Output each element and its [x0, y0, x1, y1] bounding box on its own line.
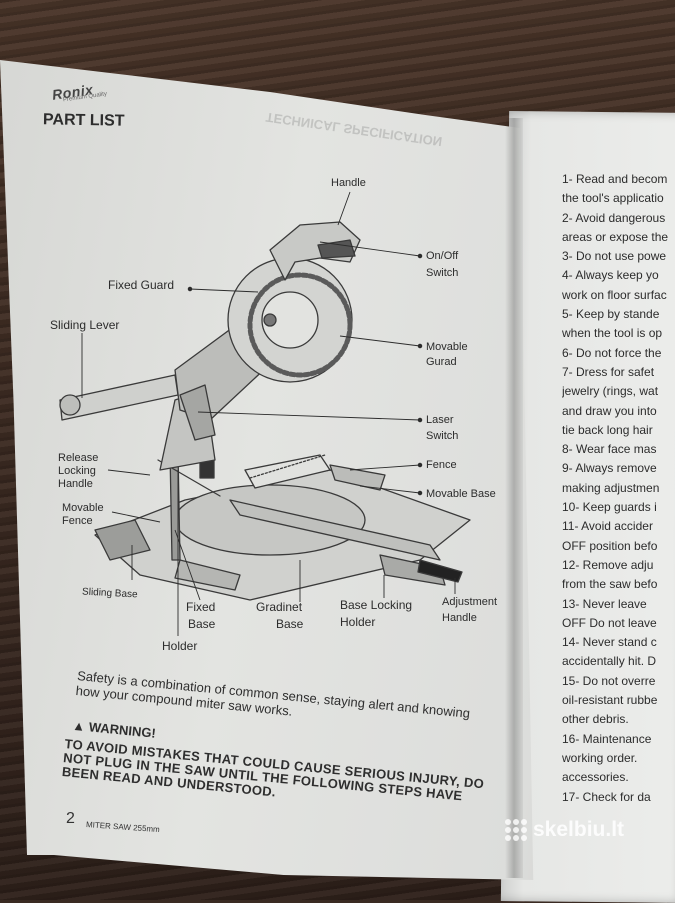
safety-rule-line: areas or expose the — [562, 229, 669, 244]
rail-end-cap — [59, 394, 81, 416]
leader-movable-base — [359, 485, 421, 494]
watermark: skelbiu.lt — [505, 818, 624, 842]
label-on-off-2: Switch — [426, 267, 459, 279]
label-sliding-lever: Sliding Lever — [50, 318, 120, 332]
safety-rules-list: 1- Read and becom the tool's applicatio 2-… — [562, 170, 675, 807]
safety-rule-line: 10- Keep guards i — [562, 500, 657, 515]
laser-housing — [179, 384, 216, 441]
label-movable-guard-2: Gurad — [426, 356, 457, 368]
safety-rule-line: 17- Check for da — [562, 789, 651, 804]
label-fixed-guard: Fixed Guard — [108, 278, 175, 292]
leader-movable-guard — [339, 335, 421, 347]
safety-rule-line: jewelry (rings, wat — [562, 384, 659, 399]
safety-rule-line: 5- Keep by stande — [562, 307, 660, 322]
safety-rule-line: working order. — [562, 750, 638, 765]
safety-rule-line: 9- Always remove — [562, 461, 657, 476]
fence-shape — [244, 454, 331, 489]
leader-fixed-guard — [189, 288, 259, 293]
adjustment-handle-shape — [417, 559, 463, 583]
leader-movable-fence — [111, 511, 161, 523]
label-movable-guard-1: Movable — [426, 341, 468, 353]
leader-fence — [349, 464, 421, 471]
leader-release — [107, 469, 151, 476]
movable-base-shape — [329, 464, 386, 491]
label-holder: Holder — [162, 639, 198, 653]
label-gradinet-2: Base — [276, 617, 304, 631]
safety-rule-line: 7- Dress for safet — [562, 364, 655, 379]
slide-rails — [59, 374, 179, 421]
safety-rule-line: from the saw befo — [562, 577, 658, 592]
safety-rule-line: 3- Do not use powe — [562, 249, 667, 264]
watermark-text: skelbiu.lt — [533, 818, 625, 841]
safety-rule-line: 6- Do not force the — [562, 345, 662, 360]
label-adjustment-1: Adjustment — [442, 596, 498, 608]
bevel-scale — [249, 454, 326, 479]
safety-rule-line: 15- Do not overre — [562, 673, 656, 688]
safety-rule-line: other debris. — [562, 712, 629, 727]
safety-rule-line: OFF position befo — [562, 538, 658, 553]
safety-rule-line: tie back long hair — [562, 422, 653, 437]
label-fixed-base-1: Fixed — [186, 600, 216, 614]
leader-handle — [337, 191, 351, 226]
label-base-locking-2: Holder — [340, 615, 376, 629]
safety-rule-line: 4- Always keep yo — [562, 268, 659, 283]
label-on-off-1: On/Off — [426, 250, 459, 262]
page-gutter-shadow — [505, 118, 523, 878]
label-movable-fence-1: Movable — [62, 502, 104, 514]
safety-rule-line: making adjustmen — [562, 480, 660, 495]
movable-guard-teeth — [247, 272, 353, 378]
sliding-base-shape — [94, 519, 151, 561]
page-number: 2 — [66, 810, 75, 827]
safety-rule-line: 11- Avoid accider — [562, 519, 653, 534]
watermark-dots-icon — [505, 819, 527, 841]
safety-rule-line: and draw you into — [562, 403, 657, 418]
safety-rule-line: oil-resistant rubbe — [562, 693, 658, 708]
label-laser-1: Laser — [426, 414, 454, 426]
safety-rule-line: 13- Never leave — [562, 596, 647, 611]
top-handle — [269, 221, 361, 281]
label-release-1: Release — [58, 452, 99, 464]
safety-rule-line: 1- Read and becom — [562, 172, 668, 186]
label-base-locking-1: Base Locking — [340, 598, 413, 612]
safety-rule-line: accessories. — [562, 770, 629, 785]
label-release-3: Handle — [58, 478, 93, 490]
safety-rule-line: 2- Avoid dangerous — [562, 210, 666, 225]
sliding-arm — [229, 499, 441, 561]
safety-rule-line: work on floor surfac — [562, 287, 667, 302]
label-gradinet-1: Gradinet — [256, 600, 303, 614]
label-fence: Fence — [426, 459, 457, 471]
label-adjustment-2: Handle — [442, 612, 477, 624]
front-foot — [174, 559, 241, 591]
safety-rule-line: when the tool is op — [562, 326, 663, 341]
safety-rule-line: 8- Wear face mas — [562, 442, 657, 457]
safety-rule-line: 16- Maintenance — [562, 731, 652, 746]
safety-rule-line: accidentally hit. D — [562, 654, 657, 669]
safety-rule-line: 12- Remove adju — [562, 557, 654, 572]
label-fixed-base-2: Base — [188, 617, 216, 631]
arbor-bolt — [263, 313, 277, 327]
on-off-switch-shape — [317, 239, 356, 259]
label-laser-2: Switch — [426, 430, 459, 442]
safety-rule-line: 14- Never stand c — [562, 635, 657, 650]
leader-laser — [197, 411, 421, 421]
leader-fixed-base — [174, 529, 201, 601]
label-handle: Handle — [331, 177, 366, 189]
warning-triangle-icon: ▲ — [71, 717, 87, 734]
safety-rule-line: OFF Do not leave — [562, 615, 657, 630]
label-movable-fence-2: Fence — [62, 515, 93, 527]
leader-on-off — [319, 241, 421, 257]
label-release-2: Locking — [58, 465, 96, 477]
blade-hub — [261, 291, 319, 349]
label-movable-base: Movable Base — [426, 488, 496, 500]
label-sliding-base: Sliding Base — [81, 586, 138, 601]
safety-rule-line: the tool's applicatio — [562, 191, 664, 206]
